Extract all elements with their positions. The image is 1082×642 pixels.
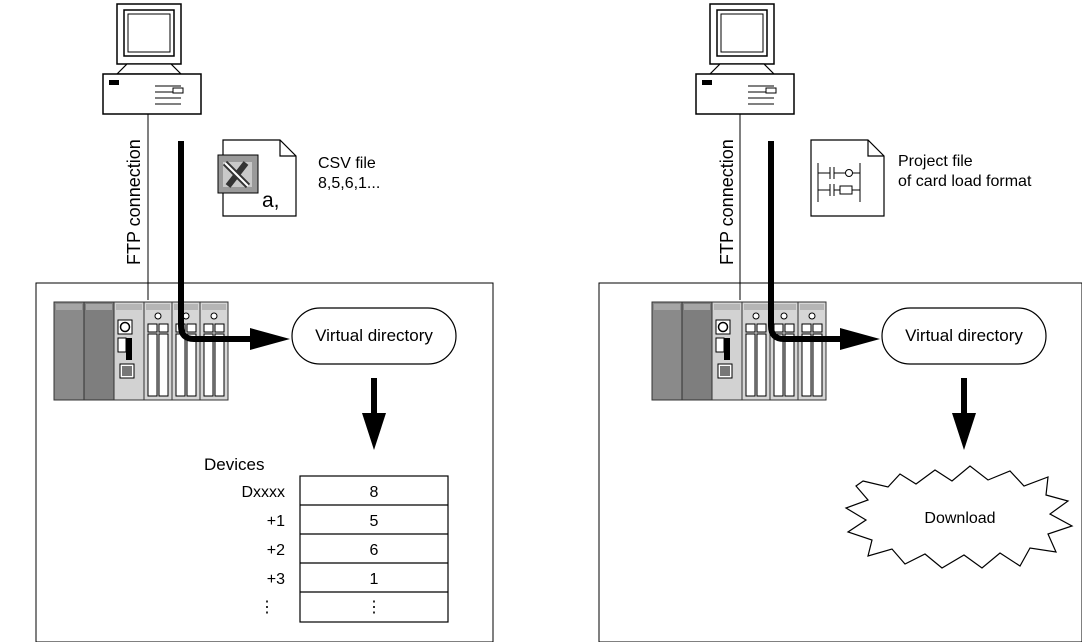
ftp-connection-label: FTP connection — [717, 139, 737, 265]
left-panel: FTP connection a, CSV file 8,5,6,1... Vi… — [35, 3, 494, 642]
device-row-label: +3 — [267, 571, 285, 588]
virtual-directory-node — [881, 307, 1047, 365]
download-label: Download — [924, 510, 995, 527]
flow-arrow — [178, 141, 250, 342]
devices-table — [299, 475, 449, 623]
devices-title: Devices — [204, 455, 264, 474]
csv-file-title: CSV file — [318, 155, 376, 172]
device-row-label: Dxxxx — [241, 484, 285, 501]
device-row-value: 1 — [370, 571, 379, 588]
project-file-title: Project file — [898, 153, 973, 170]
plc-rack-icon — [651, 301, 827, 401]
device-row-value: 8 — [370, 484, 379, 501]
device-row-label: +1 — [267, 513, 285, 530]
right-panel: FTP connection Project file of card load… — [598, 3, 1082, 642]
computer-icon — [695, 3, 795, 115]
virtual-directory-node — [291, 307, 457, 365]
device-row-value: 6 — [370, 542, 379, 559]
device-row-value: ⋮ — [366, 599, 382, 616]
download-burst-icon — [844, 465, 1074, 569]
csv-file-icon: a, — [217, 139, 297, 217]
project-file-icon — [810, 139, 885, 217]
virtual-directory-label: Virtual directory — [315, 326, 433, 345]
csv-file-values: 8,5,6,1... — [318, 175, 380, 192]
device-row-value: 5 — [370, 513, 379, 530]
flow-arrow — [768, 141, 840, 342]
device-row-label: +2 — [267, 542, 285, 559]
plc-rack-icon — [53, 301, 229, 401]
project-file-subtitle: of card load format — [898, 173, 1032, 190]
computer-icon — [102, 3, 202, 115]
csv-glyph: a, — [262, 189, 280, 212]
virtual-directory-label: Virtual directory — [905, 326, 1023, 345]
ftp-connection-label: FTP connection — [124, 139, 144, 265]
device-row-label: ⋮ — [259, 599, 275, 616]
